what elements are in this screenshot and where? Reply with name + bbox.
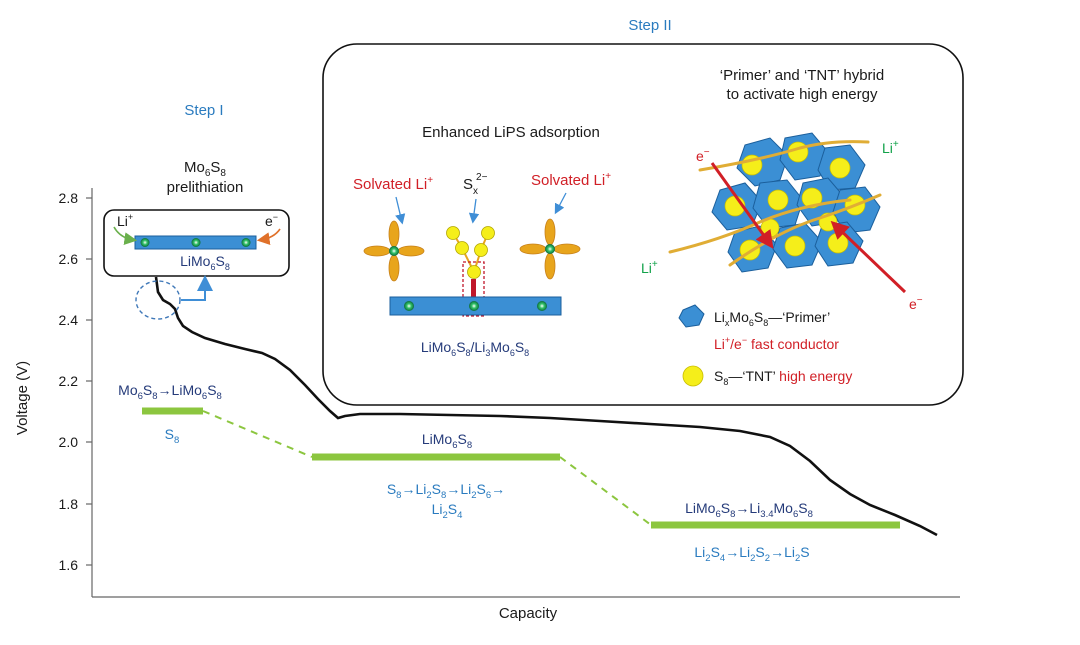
step1-sheet-label: LiMo6S8 [180, 253, 230, 272]
y-tick-label: 1.6 [59, 557, 79, 573]
y-tick-label: 2.8 [59, 190, 79, 206]
x-axis-label: Capacity [499, 605, 558, 622]
li-site [241, 238, 251, 247]
hybrid-li-right: Li+ [882, 139, 899, 156]
step1-li-plus: Li+ [117, 212, 133, 229]
plateau-lines [142, 407, 900, 529]
hybrid-title-2: to activate high energy [727, 86, 878, 103]
solvated-li-right: Solvated Li+ [531, 171, 611, 189]
solvated-li-left: Solvated Li+ [353, 175, 433, 193]
legend-conductor: Li+/e− fast conductor [714, 335, 839, 352]
solvated-li-molecule-right [519, 218, 581, 280]
solvated-li-molecule-left [363, 220, 425, 282]
legend-primer: LixMo6S8—‘Primer’ [714, 309, 830, 328]
dashed-connector [202, 410, 313, 458]
reaction-r1-bottom: S8 [165, 426, 180, 446]
y-axis: 2.8 2.6 2.4 2.2 2.0 1.8 1.6 Voltage (V) [14, 188, 93, 597]
legend-tnt: S8—‘TNT’ high energy [714, 368, 852, 387]
adsorption-title: Enhanced LiPS adsorption [422, 124, 600, 141]
step1-e-minus: e− [265, 212, 278, 229]
y-tick-marks [86, 197, 92, 566]
polysulfide-chain [446, 226, 495, 317]
step2-title: Step II [628, 17, 671, 34]
zoom-ellipse [135, 280, 181, 320]
dashed-connector [559, 456, 652, 526]
sx-label: Sx2− [463, 172, 488, 197]
step1-box-title: Mo6S8 [184, 159, 226, 179]
zoom-arrow [181, 275, 213, 301]
y-tick-label: 2.6 [59, 251, 79, 267]
step1-prelithiation: prelithiation [167, 179, 244, 196]
orange-arrow [256, 228, 281, 245]
reaction-r2-bottom-2: Li2S4 [432, 501, 464, 521]
reaction-r1-top: Mo6S8→LiMo6S8 [118, 382, 222, 402]
reaction-r2-bottom-1: S8→Li2S8→Li2S6→ [387, 481, 505, 501]
tnt-legend-icon [682, 365, 704, 387]
y-tick-label: 2.0 [59, 434, 79, 450]
x-axis: Capacity [92, 596, 960, 622]
step1-title: Step I [184, 102, 223, 119]
sheet-label-step2: LiMo6S8/Li3Mo6S8 [421, 339, 529, 358]
y-tick-label: 2.4 [59, 312, 79, 328]
y-tick-label: 2.2 [59, 373, 79, 389]
step1-inset-box: Li+ e− LiMo6S8 [103, 209, 290, 277]
hybrid-li-left: Li+ [641, 259, 658, 276]
reaction-r2-top: LiMo6S8 [422, 431, 472, 451]
li-site [140, 238, 150, 247]
voltage-curve [154, 276, 938, 537]
y-tick-label: 1.8 [59, 496, 79, 512]
hybrid-e-bottom: e− [909, 295, 923, 312]
reaction-r3-top: LiMo6S8→Li3.4Mo6S8 [685, 500, 813, 520]
hybrid-e-top: e− [696, 147, 710, 164]
hybrid-title-1: ‘Primer’ and ‘TNT’ hybrid [720, 67, 884, 84]
hybrid-cluster [668, 132, 907, 294]
y-axis-label: Voltage (V) [14, 361, 31, 435]
li-site [191, 238, 201, 247]
reaction-r3-bottom: Li2S4→Li2S2→Li2S [694, 544, 809, 564]
green-arrow [113, 226, 138, 245]
primer-legend-icon [678, 304, 705, 328]
